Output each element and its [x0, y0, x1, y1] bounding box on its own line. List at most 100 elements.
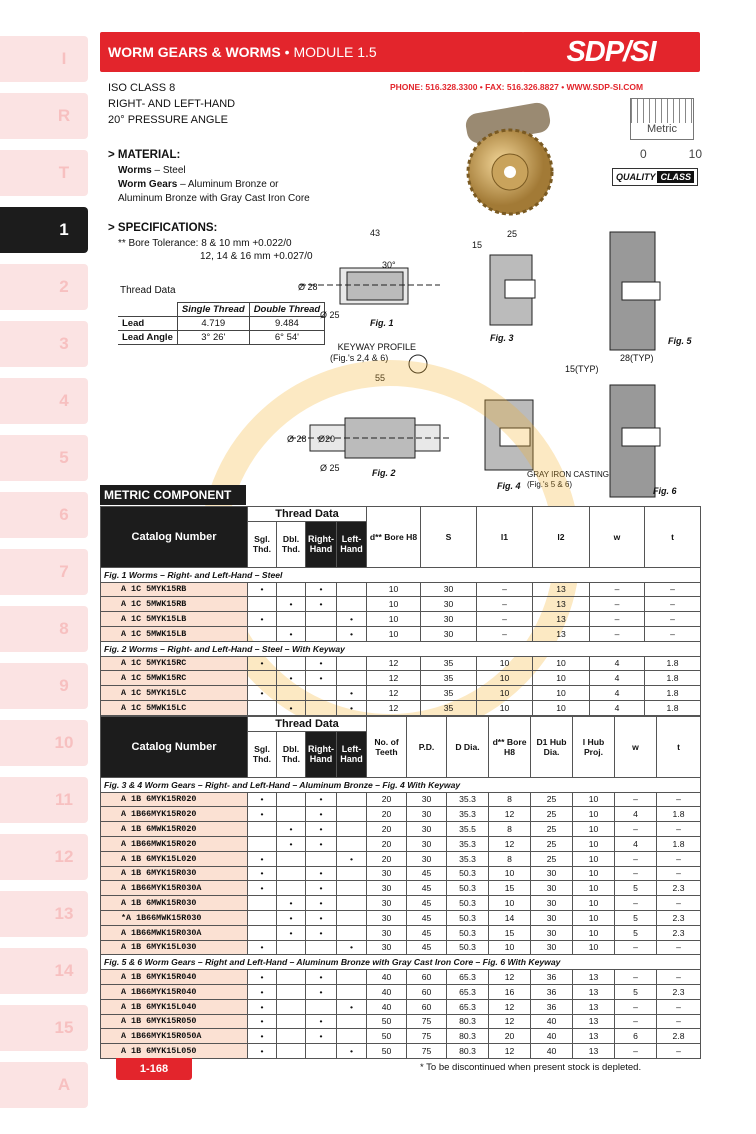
table-cell: 4 — [589, 699, 646, 716]
table-cell: 5 — [614, 924, 658, 941]
side-tab[interactable]: 4 — [0, 378, 88, 424]
side-tab[interactable]: 7 — [0, 549, 88, 595]
table-cell — [335, 821, 368, 837]
side-tab[interactable]: 15 — [0, 1005, 88, 1051]
table-cell: 30 — [366, 880, 408, 897]
table-cell: 12 — [488, 806, 532, 823]
table-cell: • — [305, 791, 337, 808]
side-tab[interactable]: R — [0, 93, 88, 139]
bore-tolerance-2: 12, 14 & 16 mm +0.027/0 — [200, 251, 313, 262]
table-cell: – — [614, 1013, 658, 1030]
table-cell: 12 — [488, 1013, 532, 1030]
side-tab[interactable]: 9 — [0, 663, 88, 709]
side-tab[interactable]: 11 — [0, 777, 88, 823]
specifications-block: > SPECIFICATIONS: ** Bore Tolerance: 8 &… — [108, 222, 313, 263]
side-tab[interactable]: 1 — [0, 207, 88, 253]
catalog-number: A 1B66MYK15R020 — [100, 806, 248, 823]
catalog-number: A 1B66MYK15R050A — [100, 1028, 248, 1045]
table-cell: 30 — [420, 611, 478, 627]
table-cell: – — [589, 596, 646, 613]
dim-28typ: 28(TYP) — [620, 353, 654, 363]
side-tab[interactable]: 12 — [0, 834, 88, 880]
table-cell — [335, 596, 368, 613]
bore-tolerance-1: ** Bore Tolerance: 8 & 10 mm +0.022/0 — [118, 238, 292, 249]
table-cell: 45 — [406, 895, 448, 911]
table-cell: 10 — [488, 939, 532, 956]
col-catalog: Catalog Number — [100, 506, 248, 568]
side-tab[interactable]: 5 — [0, 435, 88, 481]
table-cell: 10 — [532, 655, 591, 672]
side-tab[interactable]: A — [0, 1062, 88, 1108]
table-cell — [247, 821, 277, 837]
table-cell: – — [656, 1043, 702, 1059]
table-cell: • — [305, 1028, 337, 1045]
table-cell: 13 — [532, 596, 591, 613]
module-label: • MODULE 1.5 — [284, 44, 377, 60]
catalog-number: A 1B 6MYK15R030 — [100, 865, 248, 882]
side-tab[interactable]: 13 — [0, 891, 88, 937]
table-cell: 50.3 — [446, 939, 490, 956]
table-cell: 13 — [532, 581, 591, 598]
table-cell: 5 — [614, 909, 658, 926]
table-cell: – — [614, 821, 658, 837]
catalog-number: A 1B 6MYK15R040 — [100, 969, 248, 985]
table-cell: 30 — [420, 581, 478, 598]
table-cell — [335, 1013, 368, 1030]
side-tab[interactable]: T — [0, 150, 88, 196]
table-cell: 8 — [488, 850, 532, 867]
table-cell: 8 — [488, 791, 532, 808]
table-cell: • — [276, 835, 306, 852]
keyway-label: KEYWAY PROFILE — [337, 342, 416, 352]
table-cell: • — [335, 699, 368, 716]
table-cell — [335, 655, 368, 672]
side-tab[interactable]: 2 — [0, 264, 88, 310]
table-cell — [335, 835, 368, 852]
table-cell: – — [476, 611, 534, 627]
gray-iron-sub: (Fig.'s 5 & 6) — [527, 480, 573, 489]
table-cell — [276, 1028, 306, 1045]
table-cell: – — [614, 998, 658, 1015]
table-cell: 10 — [366, 596, 422, 613]
table-cell: 10 — [476, 685, 534, 701]
table-cell: 40 — [366, 983, 408, 1000]
table-cell — [276, 983, 306, 1000]
side-tab[interactable]: 10 — [0, 720, 88, 766]
cell: 6° 54' — [248, 330, 326, 345]
catalog-number: A 1B 6MYK15L020 — [100, 850, 248, 867]
table-cell: 80.3 — [446, 1028, 490, 1045]
table-cell: 10 — [532, 670, 591, 687]
dim-25: Ø 25 — [320, 310, 340, 320]
col-right: Right-Hand — [305, 520, 337, 568]
gears-value: – Aluminum Bronze or — [177, 179, 279, 190]
table-cell: 40 — [366, 998, 408, 1015]
table-cell: 65.3 — [446, 983, 490, 1000]
table-cell: 4 — [589, 685, 646, 701]
table-cell — [305, 998, 337, 1015]
table-cell: – — [614, 1043, 658, 1059]
table-cell: 35 — [420, 670, 478, 687]
col-sgl: Sgl. Thd. — [247, 730, 277, 778]
catalog-number: A 1B66MYK15R030A — [100, 880, 248, 897]
table-cell: • — [335, 998, 368, 1015]
table-cell: 50.3 — [446, 865, 490, 882]
table-cell: – — [656, 821, 702, 837]
side-tab[interactable]: 14 — [0, 948, 88, 994]
col-l2: l2 — [532, 506, 591, 568]
col-bore: d** Bore H8 — [488, 716, 532, 778]
col-dbl: Dbl. Thd. — [276, 730, 306, 778]
table-cell: – — [656, 850, 702, 867]
side-tab[interactable]: 8 — [0, 606, 88, 652]
col-t: t — [656, 716, 702, 778]
side-tab[interactable]: I — [0, 36, 88, 82]
table-cell: 12 — [488, 998, 532, 1015]
side-tab[interactable]: 6 — [0, 492, 88, 538]
side-tab[interactable]: 3 — [0, 321, 88, 367]
table-cell: 60 — [406, 969, 448, 985]
